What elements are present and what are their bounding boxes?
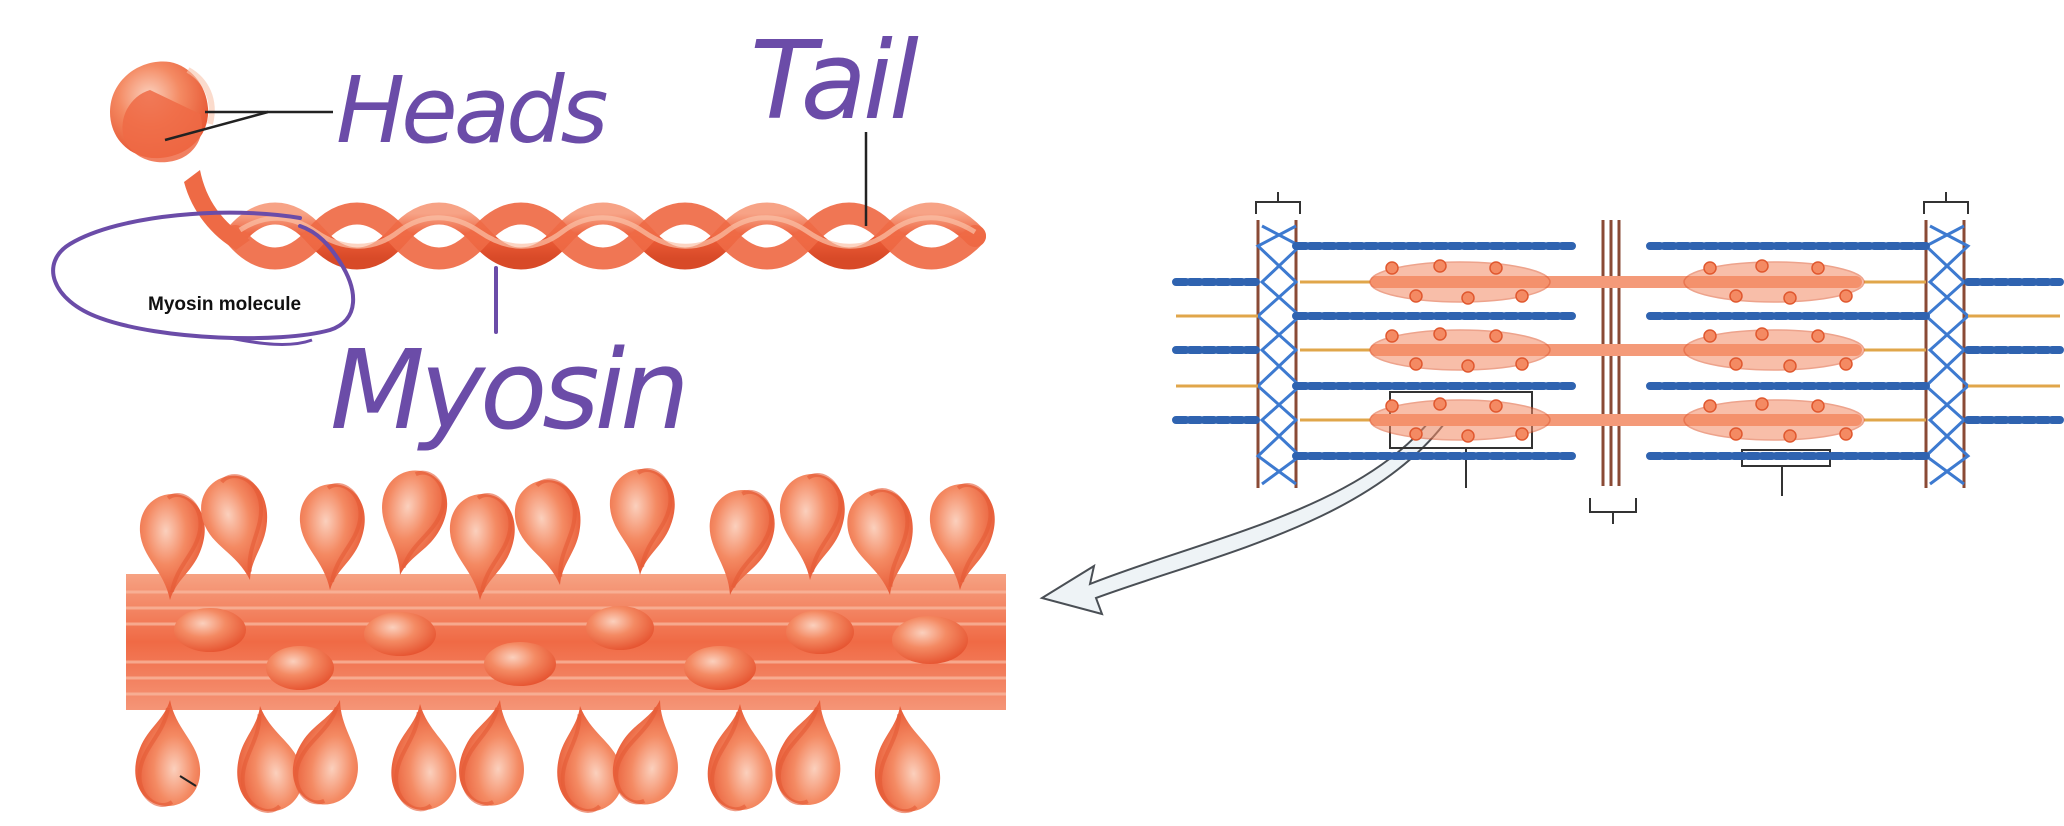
thick-filament-closeup (126, 463, 1006, 819)
filament-shaft (126, 574, 1006, 710)
actin-filaments (1172, 242, 2064, 460)
sarcomere-diagram (1172, 192, 2064, 524)
curved-arrow-icon (1039, 416, 1446, 616)
z-disc-left (1255, 220, 1303, 488)
pen-circle (51, 210, 355, 341)
myosin-tail (224, 202, 986, 270)
myosin-heads-middle (174, 606, 968, 690)
heads-pointer (164, 110, 333, 142)
myosin-annotation: Myosin (330, 326, 685, 454)
myosin-heads-bottom (133, 691, 947, 819)
myosin-molecule-label: Myosin molecule (148, 294, 301, 315)
z-disc-right (1923, 220, 1971, 488)
thick-filaments (1369, 259, 1865, 443)
tail-annotation: Tail (750, 19, 919, 144)
heads-annotation: Heads (336, 57, 607, 164)
titin-springs (1176, 280, 2060, 422)
